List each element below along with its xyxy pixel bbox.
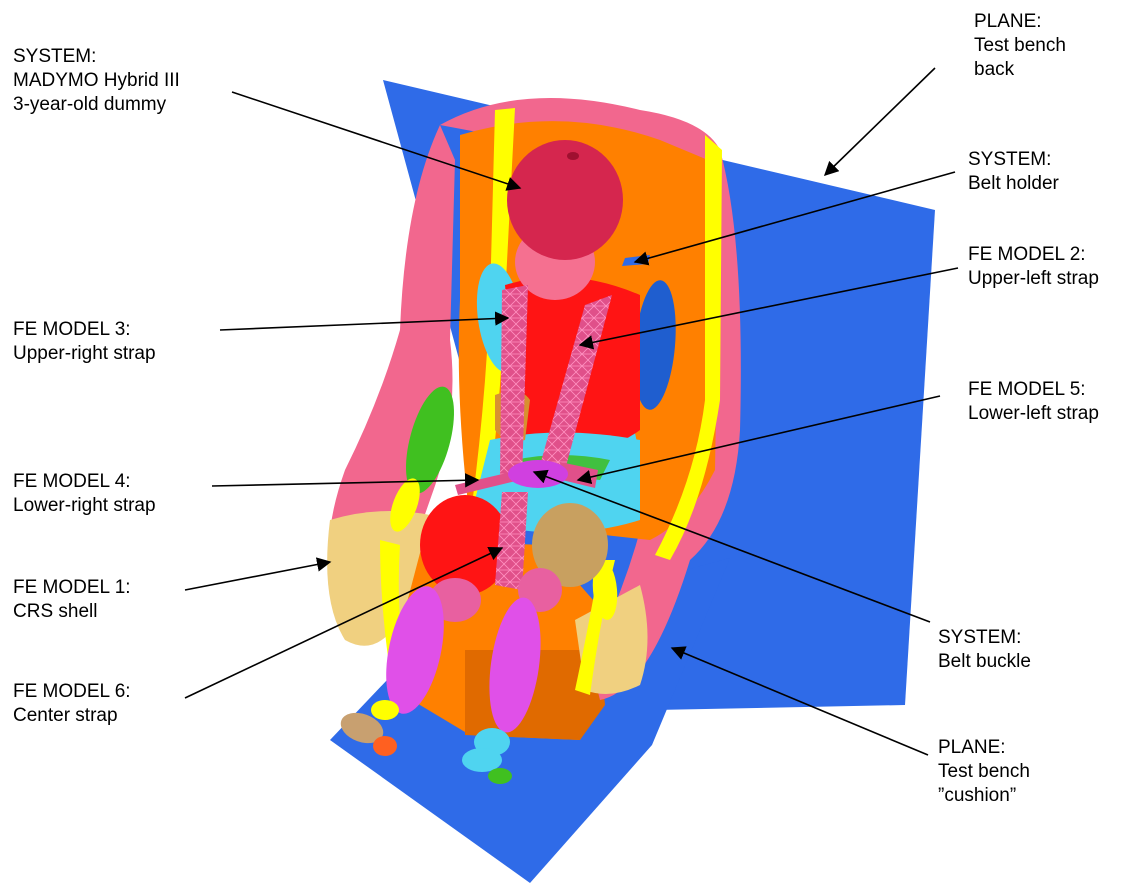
label-plane-back: PLANE: Test bench back (974, 10, 1066, 76)
dummy-head (507, 140, 623, 260)
dummy-head-cap (567, 152, 579, 160)
label-fe5-line2: Lower-left strap (968, 402, 1099, 426)
label-madymo-line2: MADYMO Hybrid III (13, 69, 180, 93)
label-plane-back-line3: back (974, 58, 1066, 76)
label-belt-holder-line2: Belt holder (968, 172, 1059, 196)
label-fe3-line1: FE MODEL 3: (13, 318, 156, 342)
label-plane-back-line2: Test bench (974, 34, 1066, 58)
label-buckle-line1: SYSTEM: (938, 626, 1031, 650)
label-fe-model-4: FE MODEL 4: Lower-right strap (13, 470, 156, 518)
label-fe2-line1: FE MODEL 2: (968, 243, 1099, 267)
label-fe-model-1: FE MODEL 1: CRS shell (13, 576, 131, 624)
label-buckle-line2: Belt buckle (938, 650, 1031, 674)
label-belt-holder-line1: SYSTEM: (968, 148, 1059, 172)
arrow-plane-back (825, 68, 935, 175)
label-fe5-line1: FE MODEL 5: (968, 378, 1099, 402)
dummy-right-ankle (371, 700, 399, 720)
label-belt-buckle: SYSTEM: Belt buckle (938, 626, 1031, 674)
label-fe4-line1: FE MODEL 4: (13, 470, 156, 494)
label-plane-cushion-line2: Test bench (938, 760, 1030, 784)
label-plane-cushion-line3: ”cushion” (938, 784, 1030, 808)
label-madymo-line3: 3-year-old dummy (13, 93, 180, 117)
label-madymo-line1: SYSTEM: (13, 45, 180, 69)
dummy-left-foot (462, 748, 502, 772)
label-fe-model-2: FE MODEL 2: Upper-left strap (968, 243, 1099, 291)
label-fe6-line1: FE MODEL 6: (13, 680, 131, 704)
label-fe4-line2: Lower-right strap (13, 494, 156, 518)
dummy-right-foot-heel (373, 736, 397, 756)
arrow-fe1 (185, 562, 330, 590)
label-fe6-line2: Center strap (13, 704, 131, 728)
label-fe1-line2: CRS shell (13, 600, 131, 624)
label-plane-cushion-line1: PLANE: (938, 736, 1030, 760)
label-belt-holder: SYSTEM: Belt holder (968, 148, 1059, 196)
label-fe-model-3: FE MODEL 3: Upper-right strap (13, 318, 156, 366)
label-madymo-dummy: SYSTEM: MADYMO Hybrid III 3-year-old dum… (13, 45, 180, 117)
label-fe3-line2: Upper-right strap (13, 342, 156, 366)
label-plane-back-line1: PLANE: (974, 10, 1066, 34)
label-fe2-line2: Upper-left strap (968, 267, 1099, 291)
label-fe-model-5: FE MODEL 5: Lower-left strap (968, 378, 1099, 426)
label-fe-model-6: FE MODEL 6: Center strap (13, 680, 131, 728)
label-plane-cushion: PLANE: Test bench ”cushion” (938, 736, 1030, 808)
dummy-left-foot-heel (488, 768, 512, 784)
label-fe1-line1: FE MODEL 1: (13, 576, 131, 600)
